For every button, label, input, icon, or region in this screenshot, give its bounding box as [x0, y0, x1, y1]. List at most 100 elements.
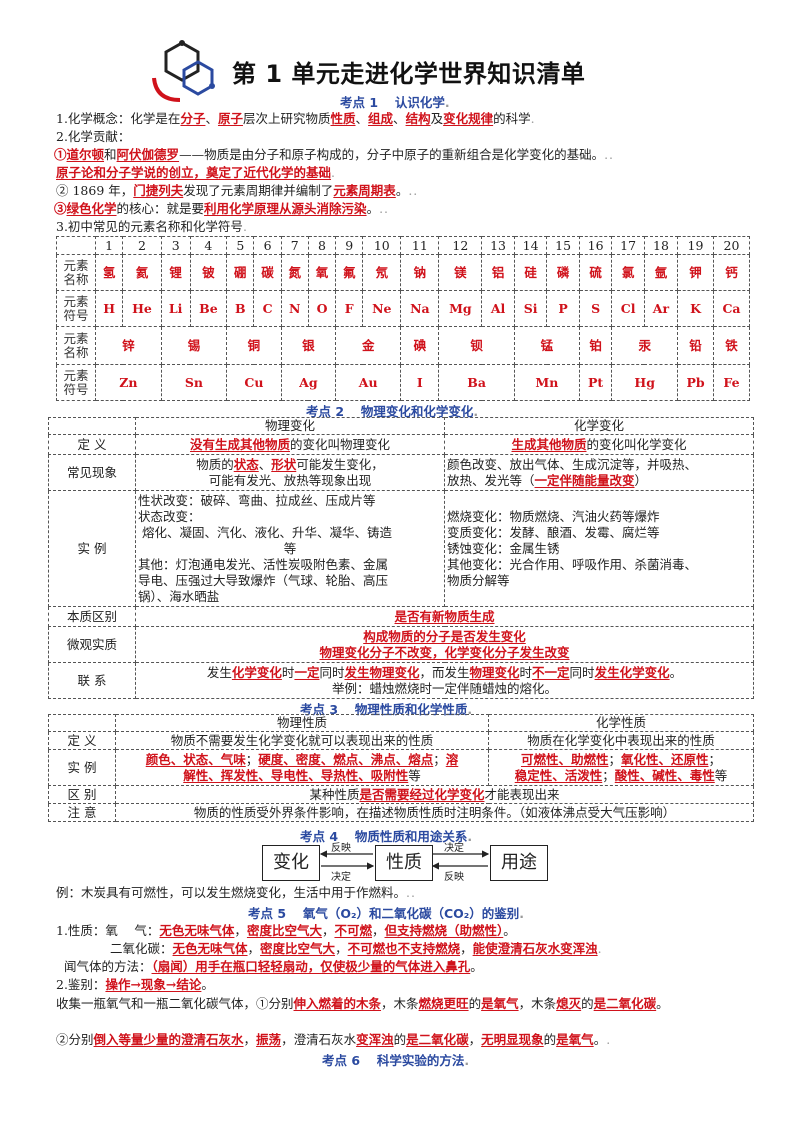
row-label: 微观实质 [48, 626, 136, 663]
element-name: 铜 [226, 326, 282, 365]
cell: 物质的状态、形状可能发生变化，可能有发光、放热等现象出现 [135, 454, 445, 491]
flow-arrows [319, 850, 490, 870]
kp5-smell-method: 闻气体的方法：（扇闻）用手在瓶口轻轻扇动，仅使极少量的气体进入鼻孔。 [64, 959, 483, 974]
element-symbol: S [578, 290, 613, 327]
element-symbol: O [307, 290, 337, 327]
element-name: 铍 [189, 254, 228, 291]
cell: 性状改变：破碎、弯曲、拉成丝、压成片等状态改变： 熔化、凝固、汽化、液化、升华、… [135, 490, 445, 607]
table-row: 联 系 发生化学变化时一定同时发生物理变化，而发生物理变化时不一定同时发生化学变… [48, 662, 754, 699]
element-number-row: 1 2 3 4 5 6 7 8 9 10 11 12 13 14 15 16 1… [56, 236, 750, 255]
col-header: 物理变化 [135, 417, 445, 435]
chemistry-logo-icon [152, 40, 215, 102]
element-number: 1 [94, 236, 124, 255]
element-symbol: C [253, 290, 282, 327]
element-symbol: He [122, 290, 162, 327]
element-number: 8 [307, 236, 337, 255]
col-header: 化学性质 [488, 714, 754, 732]
element-symbol-row-2: 元素符号 Zn Sn Cu Ag Au I Ba Mn Pt Hg Pb Fe [56, 364, 750, 401]
table-row: 物理性质 化学性质 [48, 714, 754, 732]
flow-label-reflect: 反映 [331, 843, 351, 854]
element-symbol: F [335, 290, 364, 327]
element-number: 20 [713, 236, 750, 255]
element-number: 2 [122, 236, 162, 255]
element-number: 11 [400, 236, 440, 255]
element-symbol: Zn [95, 364, 162, 401]
cell: 颜色改变、放出气体、生成沉淀等，并吸热、放热、发光等（一定伴随能量改变） [444, 454, 754, 491]
element-name-row: 元素名称 氢 氦 锂 铍 硼 碳 氮 氧 氟 氖 钠 镁 铝 硅 磷 硫 氯 氩… [56, 254, 750, 291]
table-row: 常见现象 物质的状态、形状可能发生变化，可能有发光、放热等现象出现 颜色改变、放… [48, 454, 754, 491]
cell: 发生化学变化时一定同时发生物理变化，而发生物理变化时不一定同时发生化学变化。 举… [135, 662, 754, 699]
flow-label-decide-2: 决定 [444, 843, 464, 854]
kp4-heading: 考点 4 物质性质和用途关系. [300, 829, 474, 844]
kp4-example: 例：木炭具有可燃性，可以发生燃烧变化，生活中用于作燃料。.. [56, 885, 416, 900]
kp1-line-atomic-theory: 原子论和分子学说的创立，奠定了近代化学的基础. [56, 165, 336, 180]
cell: 是否有新物质生成 [135, 606, 754, 627]
flow-label-decide: 决定 [331, 872, 351, 883]
element-number: 10 [362, 236, 402, 255]
cell: 构成物质的分子是否发生变化物理变化分子不改变，化学变化分子发生改变 [135, 626, 754, 663]
element-name: 氟 [335, 254, 364, 291]
table-row: 物理变化 化学变化 [48, 417, 754, 435]
flow-label-reflect-2: 反映 [444, 872, 464, 883]
row-label: 元素符号 [56, 290, 96, 327]
element-symbol: H [94, 290, 124, 327]
element-number: 19 [677, 236, 714, 255]
element-name-row-2: 元素名称 锌 锡 铜 银 金 碘 钡 锰 铂 汞 铅 铁 [56, 326, 750, 365]
kp1-heading: 考点 1 认识化学. [340, 95, 451, 110]
element-symbol: Ag [280, 364, 337, 401]
element-symbol: Ca [713, 290, 750, 327]
element-name: 金 [335, 326, 402, 365]
element-name: 钡 [438, 326, 515, 365]
element-number: 14 [513, 236, 548, 255]
element-name: 氢 [94, 254, 124, 291]
kp5-identification: 2.鉴别：操作→现象→结论。 [56, 977, 214, 992]
element-name: 铁 [713, 326, 750, 365]
cell: 物质不需要发生化学变化就可以表现出来的性质 [115, 731, 489, 750]
cell: 某种性质是否需要经过化学变化才能表现出来 [115, 785, 754, 804]
row-label: 注 意 [48, 803, 116, 822]
element-name: 汞 [611, 326, 679, 365]
element-number: 3 [160, 236, 191, 255]
element-symbol: K [677, 290, 714, 327]
page-title: 第 1 单元走进化学世界知识清单 [232, 60, 586, 88]
element-symbol: Au [335, 364, 402, 401]
element-name: 氩 [643, 254, 679, 291]
element-symbol: B [226, 290, 255, 327]
element-symbol: I [400, 364, 440, 401]
kp5-co2-properties: 二氧化碳：无色无味气体，密度比空气大，不可燃也不支持燃烧，能使澄清石灰水变浑浊. [110, 941, 603, 956]
element-symbol: Na [400, 290, 440, 327]
row-label: 实 例 [48, 490, 136, 607]
element-number: 12 [438, 236, 483, 255]
cell: 物质的性质受外界条件影响，在描述物质性质时注明条件。（如液体沸点受大气压影响） [115, 803, 754, 822]
element-symbol: Ar [643, 290, 679, 327]
element-name: 锰 [513, 326, 580, 365]
cell: 物质在化学变化中表现出来的性质 [488, 731, 754, 750]
cell: 可燃性、助燃性；氧化性、还原性； 稳定性、活泼性；酸性、碱性、毒性等 [488, 749, 754, 786]
element-number: 4 [189, 236, 228, 255]
kp1-line-elements-intro: 3.初中常见的元素名称和化学符号. [56, 219, 248, 234]
col-header: 化学变化 [444, 417, 754, 435]
element-symbol: Be [189, 290, 228, 327]
element-number: 18 [643, 236, 679, 255]
element-name: 钙 [713, 254, 750, 291]
element-symbol: P [546, 290, 580, 327]
flow-box-change: 变化 [262, 845, 320, 881]
table-row: 定 义 没有生成其他物质的变化叫物理变化 生成其他物质的变化叫化学变化 [48, 434, 754, 455]
element-name: 磷 [546, 254, 580, 291]
col-header: 物理性质 [115, 714, 489, 732]
element-symbol: N [280, 290, 309, 327]
table-row: 定 义 物质不需要发生化学变化就可以表现出来的性质 物质在化学变化中表现出来的性… [48, 731, 754, 750]
element-name: 铝 [481, 254, 515, 291]
element-symbol: Hg [611, 364, 679, 401]
element-name: 钠 [400, 254, 440, 291]
table-row: 实 例 颜色、状态、气味；硬度、密度、燃点、沸点、熔点；溶 解性、挥发性、导电性… [48, 749, 754, 786]
table-row: 区 别 某种性质是否需要经过化学变化才能表现出来 [48, 785, 754, 804]
element-number: 5 [226, 236, 255, 255]
elements-table: 1 2 3 4 5 6 7 8 9 10 11 12 13 14 15 16 1… [56, 236, 750, 401]
element-name: 锂 [160, 254, 191, 291]
row-label: 常见现象 [48, 454, 136, 491]
element-symbol-row: 元素符号 H He Li Be B C N O F Ne Na Mg Al Si… [56, 290, 750, 327]
element-name: 镁 [438, 254, 483, 291]
element-name: 铂 [578, 326, 613, 365]
element-number: 13 [481, 236, 515, 255]
